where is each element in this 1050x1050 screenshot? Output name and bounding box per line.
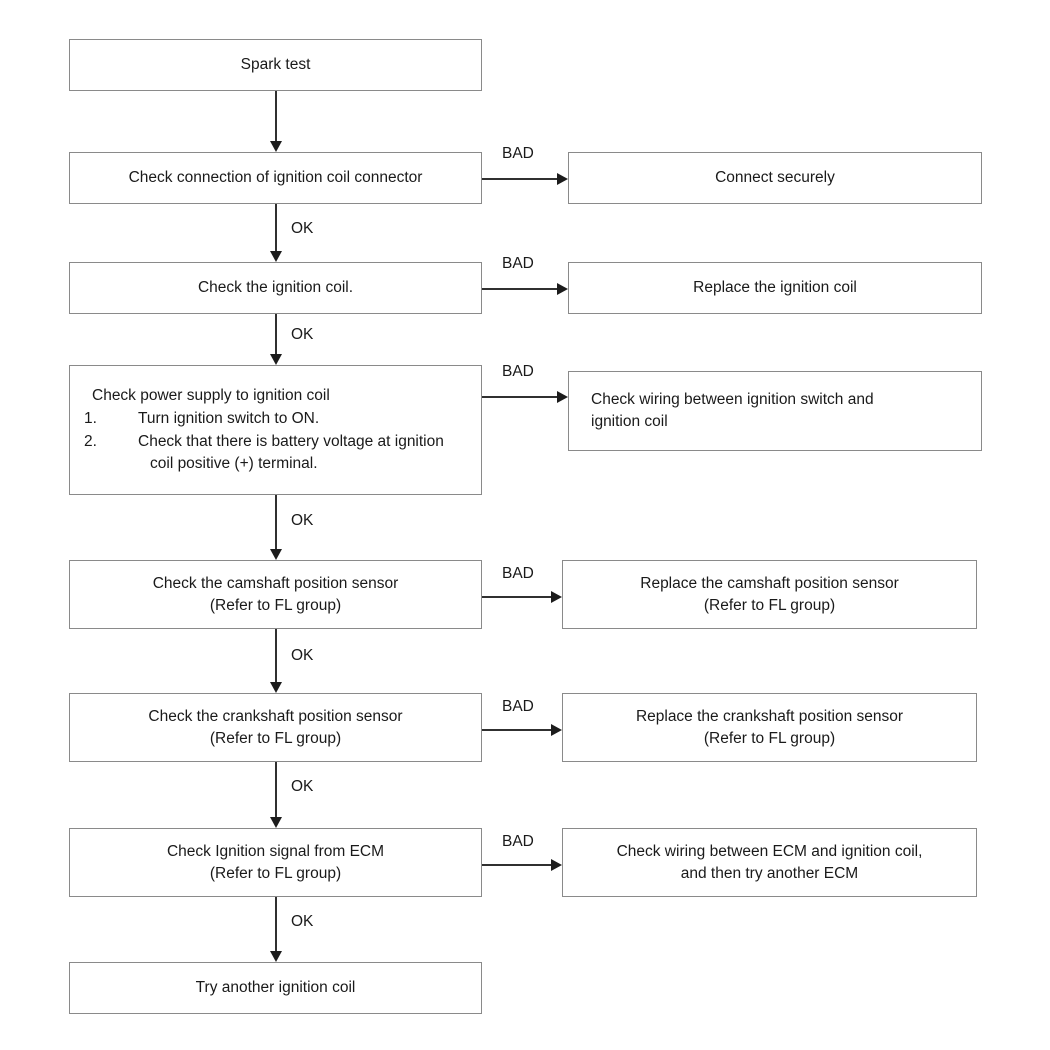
edge-power-bad-arrowhead-icon xyxy=(557,390,568,403)
node-connect-securely-label: Connect securely xyxy=(715,169,835,186)
node-replace-ignition-coil: Replace the ignition coil xyxy=(568,262,982,314)
node-check-coil-label: Check the ignition coil. xyxy=(197,279,354,296)
edge-signal-to-try-another xyxy=(275,897,277,953)
edge-camshaft-to-crankshaft xyxy=(275,629,277,684)
edge-camshaft-to-crankshaft-label: OK xyxy=(291,647,314,664)
edge-crankshaft-bad xyxy=(482,729,553,731)
edge-camshaft-to-crankshaft-arrowhead-icon xyxy=(269,682,282,693)
node-try-another-coil-label: Try another ignition coil xyxy=(195,979,356,996)
node-try-another-coil: Try another ignition coil xyxy=(69,962,482,1014)
edge-signal-bad-label: BAD xyxy=(502,833,534,850)
node-replace-camshaft-sensor: Replace the camshaft position sensor (Re… xyxy=(562,560,977,629)
edge-spark-to-connector xyxy=(275,91,277,143)
node-replace-crankshaft-sensor: Replace the crankshaft position sensor (… xyxy=(562,693,977,762)
edge-coil-to-power-label: OK xyxy=(291,326,314,343)
node-check-power-supply-heading: Check power supply to ignition coil xyxy=(92,387,330,404)
edge-crankshaft-bad-label: BAD xyxy=(502,698,534,715)
node-check-camshaft-sensor-label: Check the camshaft position sensor (Refe… xyxy=(152,574,399,614)
edge-connector-bad xyxy=(482,178,559,180)
node-spark-test-label: Spark test xyxy=(240,56,311,73)
node-check-wiring-ignition-switch: Check wiring between ignition switch and… xyxy=(568,371,982,451)
node-check-connector-label: Check connection of ignition coil connec… xyxy=(128,169,423,186)
edge-connector-bad-label: BAD xyxy=(502,145,534,162)
edge-power-bad xyxy=(482,396,559,398)
node-check-connector: Check connection of ignition coil connec… xyxy=(69,152,482,204)
node-check-wiring-ignition-switch-label: Check wiring between ignition switch and… xyxy=(591,391,874,430)
node-check-coil: Check the ignition coil. xyxy=(69,262,482,314)
edge-crankshaft-bad-arrowhead-icon xyxy=(551,723,562,736)
edge-camshaft-bad-label: BAD xyxy=(502,565,534,582)
edge-camshaft-bad xyxy=(482,596,553,598)
node-check-ignition-signal: Check Ignition signal from ECM (Refer to… xyxy=(69,828,482,897)
node-check-camshaft-sensor: Check the camshaft position sensor (Refe… xyxy=(69,560,482,629)
edge-connector-bad-arrowhead-icon xyxy=(557,172,568,185)
node-check-ignition-signal-label: Check Ignition signal from ECM (Refer to… xyxy=(166,842,385,882)
node-check-wiring-ecm: Check wiring between ECM and ignition co… xyxy=(562,828,977,897)
edge-coil-to-power-arrowhead-icon xyxy=(269,354,282,365)
edge-power-to-camshaft-arrowhead-icon xyxy=(269,549,282,560)
node-check-power-supply-body: Check power supply to ignition coil 1.Tur… xyxy=(70,385,481,475)
edge-signal-to-try-another-label: OK xyxy=(291,913,314,930)
edge-coil-bad-label: BAD xyxy=(502,255,534,272)
node-connect-securely: Connect securely xyxy=(568,152,982,204)
step-number: 1. xyxy=(84,410,97,427)
edge-coil-bad xyxy=(482,288,559,290)
edge-signal-bad xyxy=(482,864,553,866)
node-replace-ignition-coil-label: Replace the ignition coil xyxy=(693,279,857,296)
node-replace-crankshaft-sensor-label: Replace the crankshaft position sensor (… xyxy=(635,707,904,747)
edge-signal-to-try-another-arrowhead-icon xyxy=(269,951,282,962)
node-check-crankshaft-sensor: Check the crankshaft position sensor (Re… xyxy=(69,693,482,762)
node-check-power-supply-step-1: 1.Turn ignition switch to ON. xyxy=(84,408,471,430)
edge-power-bad-label: BAD xyxy=(502,363,534,380)
node-spark-test: Spark test xyxy=(69,39,482,91)
edge-coil-to-power xyxy=(275,314,277,356)
node-check-power-supply: Check power supply to ignition coil 1.Tur… xyxy=(69,365,482,495)
edge-spark-to-connector-arrowhead-icon xyxy=(269,141,282,152)
edge-connector-to-coil-arrowhead-icon xyxy=(269,251,282,262)
edge-power-to-camshaft-label: OK xyxy=(291,512,314,529)
node-replace-camshaft-sensor-label: Replace the camshaft position sensor (Re… xyxy=(640,574,899,614)
edge-crankshaft-to-signal-label: OK xyxy=(291,778,314,795)
edge-signal-bad-arrowhead-icon xyxy=(551,858,562,871)
edge-power-to-camshaft xyxy=(275,495,277,551)
edge-connector-to-coil xyxy=(275,204,277,253)
node-check-power-supply-step-2: 2.Check that there is battery voltage at… xyxy=(84,433,444,472)
edge-connector-to-coil-label: OK xyxy=(291,220,314,237)
node-check-wiring-ecm-label: Check wiring between ECM and ignition co… xyxy=(616,842,923,882)
edge-camshaft-bad-arrowhead-icon xyxy=(551,590,562,603)
step-number: 2. xyxy=(84,433,97,450)
node-check-power-supply-steps: 1.Turn ignition switch to ON. 2.Check tha… xyxy=(84,408,471,475)
edge-coil-bad-arrowhead-icon xyxy=(557,282,568,295)
edge-crankshaft-to-signal xyxy=(275,762,277,819)
edge-crankshaft-to-signal-arrowhead-icon xyxy=(269,817,282,828)
node-check-crankshaft-sensor-label: Check the crankshaft position sensor (Re… xyxy=(148,707,403,747)
